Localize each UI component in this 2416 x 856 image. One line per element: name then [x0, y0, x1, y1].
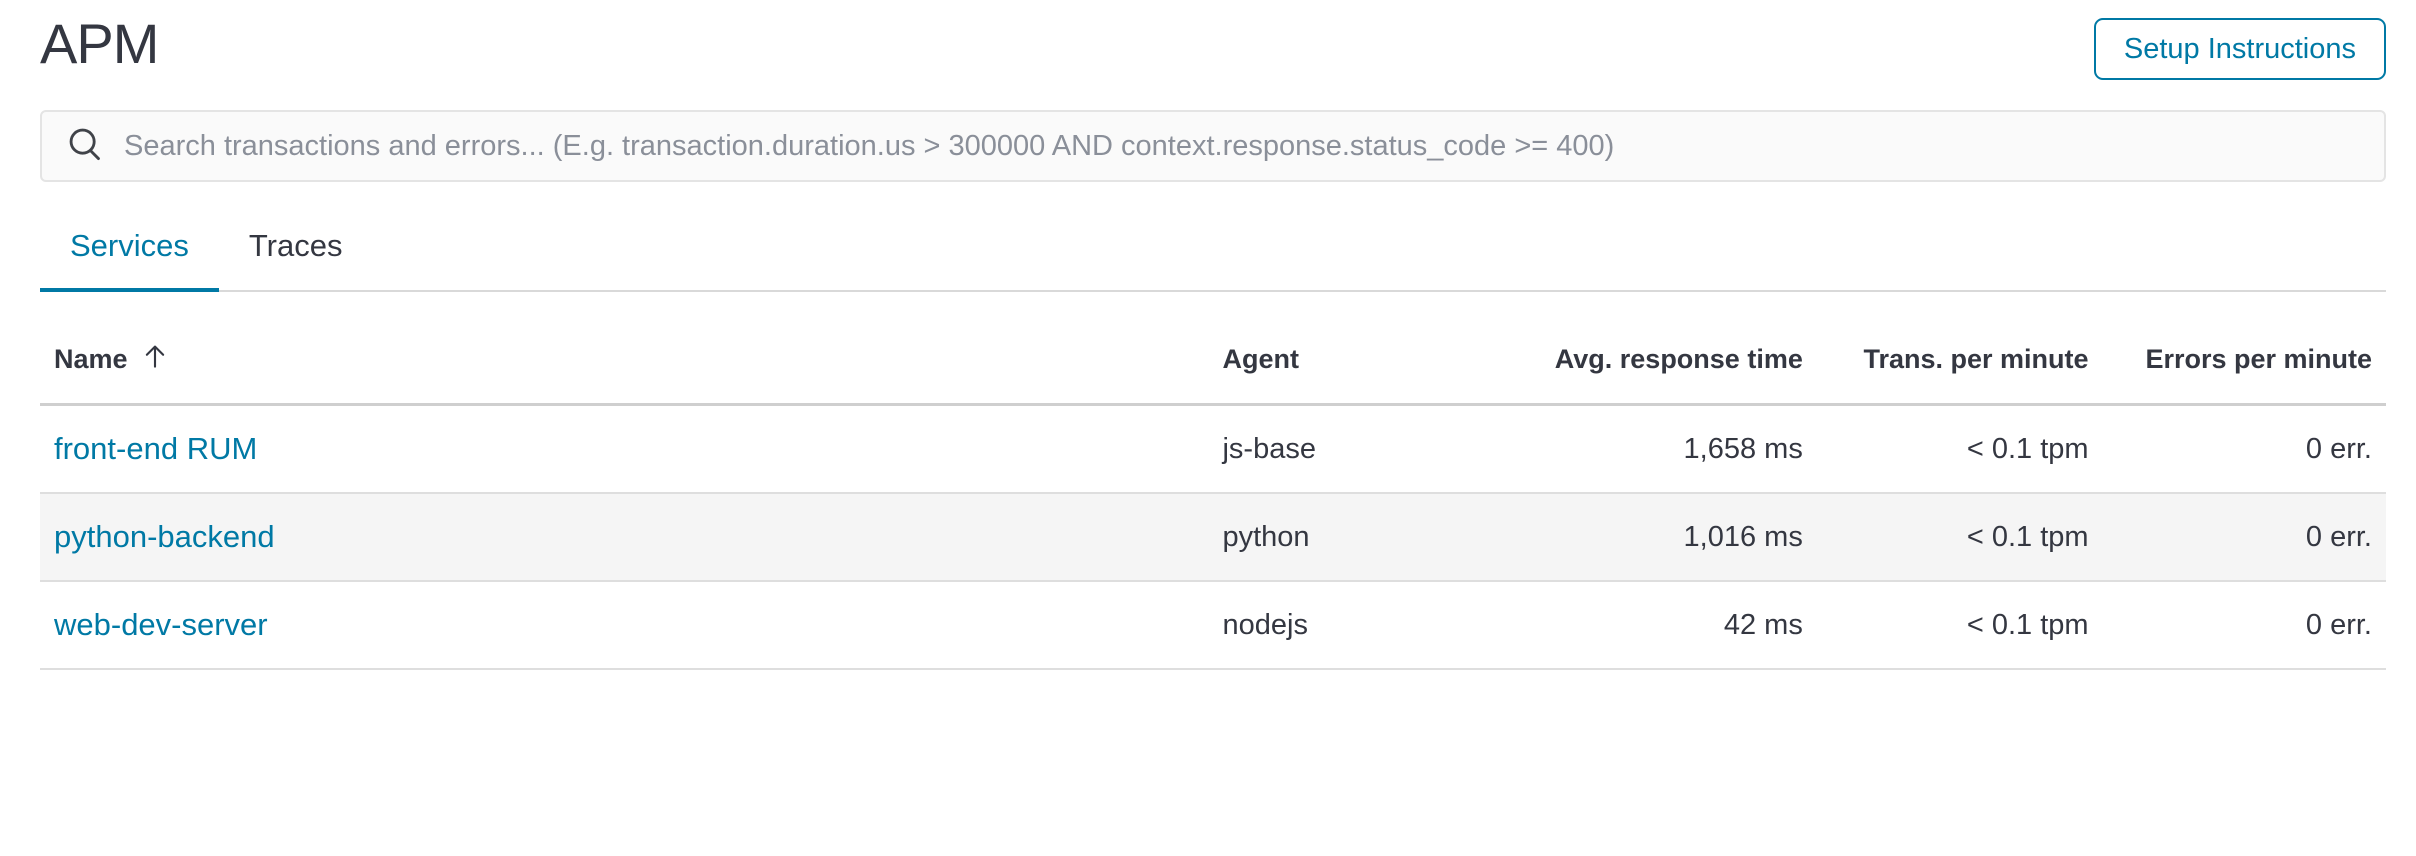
apm-page: APM Setup Instructions Services Traces N…	[40, 10, 2386, 670]
tab-traces[interactable]: Traces	[248, 228, 343, 263]
service-link[interactable]: web-dev-server	[54, 607, 268, 642]
trans-per-minute-cell: < 0.1 tpm	[1966, 520, 2089, 553]
avg-response-time-cell: 1,658 ms	[1683, 432, 1803, 465]
page-header: APM Setup Instructions	[40, 10, 2386, 80]
setup-instructions-button[interactable]: Setup Instructions	[2093, 18, 2386, 80]
column-header-errors-per-minute[interactable]: Errors per minute	[2145, 344, 2372, 374]
service-link[interactable]: front-end RUM	[54, 431, 258, 466]
table-header-row: Name Agent Avg. response time Trans. per…	[40, 340, 2386, 405]
service-link[interactable]: python-backend	[54, 519, 275, 554]
services-table: Name Agent Avg. response time Trans. per…	[40, 340, 2386, 670]
column-header-agent[interactable]: Agent	[1222, 344, 1299, 374]
trans-per-minute-cell: < 0.1 tpm	[1966, 432, 2089, 465]
tabs: Services Traces	[40, 228, 2386, 292]
search-bar[interactable]	[40, 110, 2386, 182]
table-row: python-backend python 1,016 ms < 0.1 tpm…	[40, 493, 2386, 581]
search-icon	[66, 125, 104, 168]
column-header-name-label: Name	[54, 344, 128, 374]
page-title: APM	[40, 12, 159, 75]
tab-services[interactable]: Services	[40, 228, 219, 292]
errors-per-minute-cell: 0 err.	[2305, 432, 2372, 465]
trans-per-minute-cell: < 0.1 tpm	[1966, 608, 2089, 641]
sort-ascending-icon	[140, 345, 170, 378]
column-header-trans-per-minute[interactable]: Trans. per minute	[1863, 344, 2089, 374]
avg-response-time-cell: 1,016 ms	[1683, 520, 1803, 553]
errors-per-minute-cell: 0 err.	[2305, 520, 2372, 553]
table-row: front-end RUM js-base 1,658 ms < 0.1 tpm…	[40, 405, 2386, 493]
avg-response-time-cell: 42 ms	[1723, 608, 1803, 641]
agent-cell: js-base	[1222, 432, 1316, 465]
errors-per-minute-cell: 0 err.	[2305, 608, 2372, 641]
agent-cell: nodejs	[1222, 608, 1308, 641]
search-input[interactable]	[122, 128, 2364, 164]
column-header-name[interactable]: Name	[40, 340, 1208, 405]
agent-cell: python	[1222, 520, 1310, 553]
table-row: web-dev-server nodejs 42 ms < 0.1 tpm 0 …	[40, 581, 2386, 669]
column-header-avg-response-time[interactable]: Avg. response time	[1554, 344, 1803, 374]
